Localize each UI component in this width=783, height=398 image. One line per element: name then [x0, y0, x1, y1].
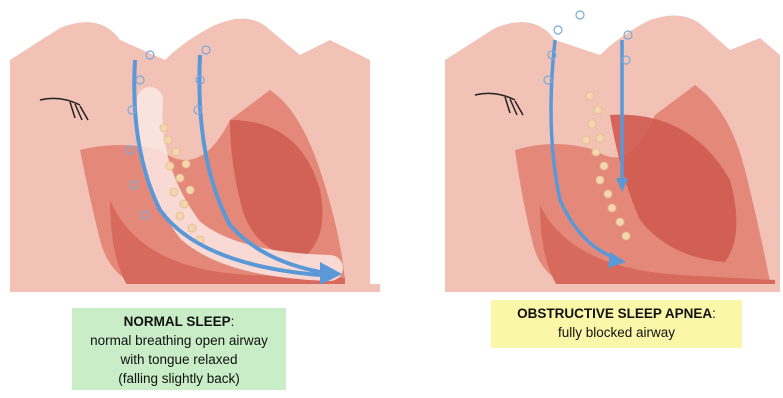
normal-sleep-illustration	[0, 0, 390, 300]
caption-title: OBSTRUCTIVE SLEEP APNEA	[517, 306, 712, 321]
normal-sleep-caption: NORMAL SLEEP: normal breathing open airw…	[72, 308, 286, 390]
osa-illustration	[440, 0, 783, 300]
neck-skin	[10, 284, 380, 292]
caption-line: with tongue relaxed	[72, 350, 286, 369]
caption-line: normal breathing open airway	[72, 331, 286, 350]
neck-skin	[445, 284, 780, 292]
caption-title: NORMAL SLEEP	[124, 314, 231, 329]
osa-panel: OBSTRUCTIVE SLEEP APNEA: fully blocked a…	[440, 0, 783, 398]
osa-caption: OBSTRUCTIVE SLEEP APNEA: fully blocked a…	[491, 300, 742, 348]
caption-line: (falling slightly back)	[72, 369, 286, 388]
caption-line: fully blocked airway	[491, 323, 742, 342]
normal-sleep-panel: NORMAL SLEEP: normal breathing open airw…	[0, 0, 390, 398]
caption-colon: :	[712, 306, 716, 321]
caption-colon: :	[231, 314, 235, 329]
